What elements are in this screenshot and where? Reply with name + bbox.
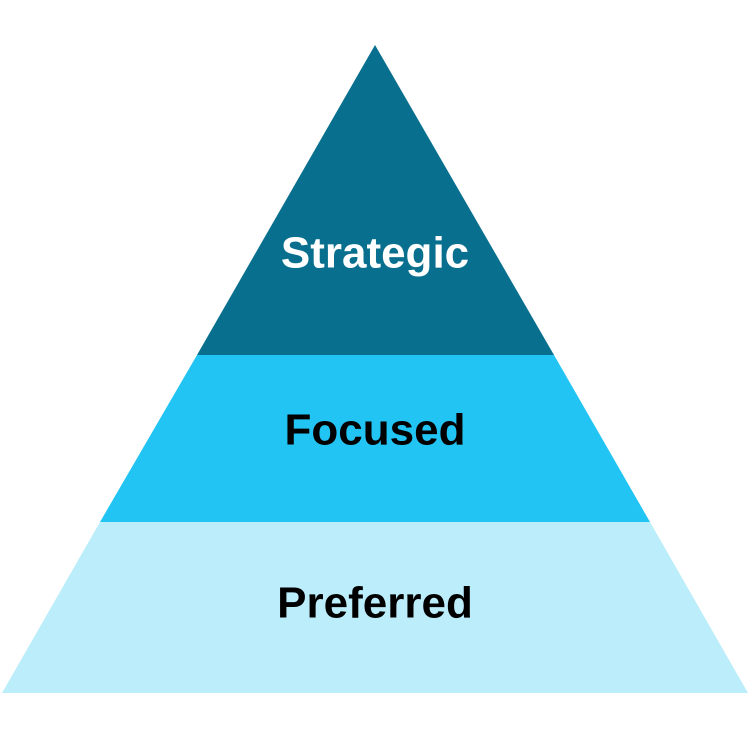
tier-focused-shape	[100, 355, 650, 522]
tier-preferred-shape	[2, 522, 748, 693]
tier-strategic-shape	[197, 45, 554, 355]
tier-focused-label: Focused	[285, 406, 466, 455]
tier-strategic-label: Strategic	[281, 229, 469, 278]
tier-preferred-label: Preferred	[277, 579, 473, 628]
